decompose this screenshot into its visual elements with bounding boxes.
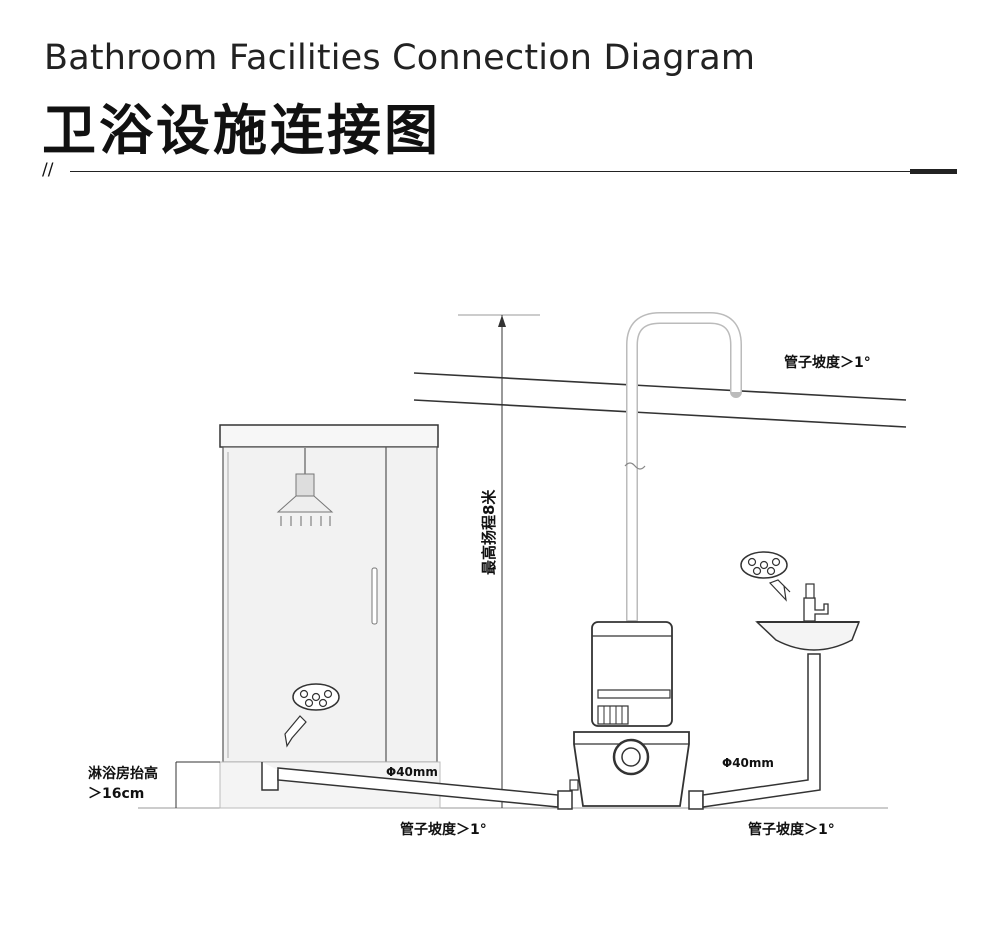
faucet-icon: [803, 597, 829, 622]
discharge-pipe: [626, 312, 742, 626]
slope-label-top: 管子坡度＞1°: [784, 354, 871, 371]
pipe-diameter-right: Φ40mm: [722, 756, 774, 770]
max-head-label: 最高扬程8米: [480, 489, 498, 575]
divider-accent: [910, 169, 957, 174]
wash-basin: [740, 551, 861, 651]
shower-raise-label-2: ＞16cm: [88, 786, 144, 802]
shower-drain-arrow: [284, 715, 307, 748]
title-english: Bathroom Facilities Connection Diagram: [44, 38, 756, 78]
slope-label-bottom-left: 管子坡度＞1°: [400, 821, 487, 838]
head-height-arrow: [498, 315, 506, 327]
pipe-diameter-left: Φ40mm: [386, 765, 438, 779]
upper-slope-line-1: [413, 372, 907, 401]
divider-mark: //: [42, 160, 54, 180]
shower-cabin: [219, 424, 439, 763]
title-chinese: 卫浴设施连接图: [42, 99, 441, 162]
slope-label-bottom-right: 管子坡度＞1°: [748, 821, 835, 838]
basin-drain-pipe: [702, 653, 821, 808]
upper-slope-line-2: [413, 399, 907, 428]
basin-drain-arrow: [768, 579, 791, 602]
divider-line: [70, 171, 910, 172]
macerator-pump: [569, 621, 690, 807]
shower-raise-label-1: 淋浴房抬高: [88, 765, 158, 782]
